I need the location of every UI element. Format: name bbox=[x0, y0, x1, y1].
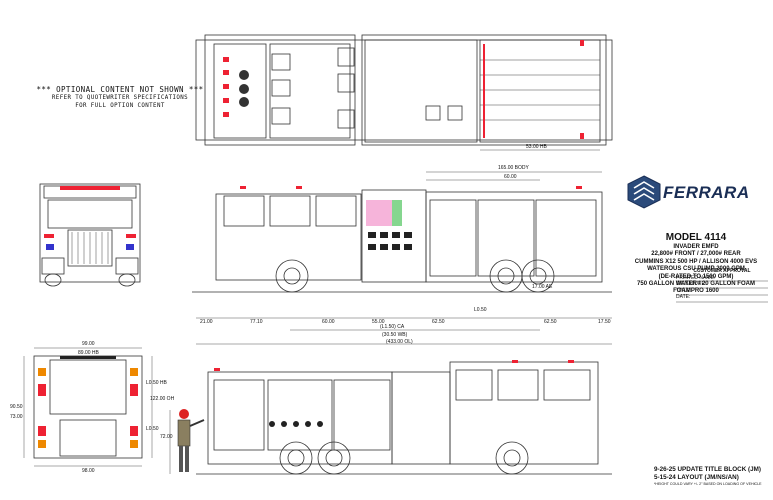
model-title: MODEL 4114 bbox=[665, 232, 727, 243]
dim-side-body-2: 60.00 bbox=[504, 174, 517, 180]
notice-line-2: FOR FULL OPTION CONTENT bbox=[75, 103, 165, 109]
tank-line: 750 GALLON WATER / 20 GALLON FOAM bbox=[637, 281, 755, 288]
dim-wheelbase: (30.50 WB) bbox=[382, 332, 408, 338]
dim-top-width: 53.00 HB bbox=[526, 144, 547, 150]
approval-lines bbox=[676, 280, 768, 303]
height-footnote: *HEIGHT COULD VARY +/- 2" BASED ON LOADI… bbox=[654, 482, 762, 486]
pump-line: WATEROUS CSU PUMP 2000 GPM bbox=[647, 266, 745, 273]
optional-content-notice: *** OPTIONAL CONTENT NOT SHOWN *** REFER… bbox=[0, 85, 240, 110]
dim-seg-b: 77.10 bbox=[250, 319, 263, 325]
ferrara-logo bbox=[627, 175, 661, 209]
top-view-apparatus bbox=[195, 34, 613, 151]
approval-field-signature: SIGNATURE: bbox=[676, 281, 707, 287]
dim-seg-a: 21.00 bbox=[200, 319, 213, 325]
brand-name: FERRARA bbox=[663, 183, 750, 202]
dim-overall-length: (433.00 OL) bbox=[386, 339, 413, 345]
side-view-driver bbox=[192, 171, 612, 345]
axle-rating-line: 22,800# FRONT / 27,000# REAR bbox=[651, 251, 741, 258]
dim-seg-c: 60.00 bbox=[322, 319, 335, 325]
dim-rear-width-3: 98.00 bbox=[82, 468, 95, 474]
dim-rear-width-2: 89.00 HB bbox=[78, 350, 99, 356]
dim-rear-height-5: L0.50 bbox=[146, 426, 159, 432]
derate-line: (DE-RATED TO 1500 GPM) bbox=[658, 273, 734, 280]
dim-seg-f: 62.50 bbox=[544, 319, 557, 325]
approval-field-name: PRINTED NAME: bbox=[676, 274, 716, 281]
notice-headline: *** OPTIONAL CONTENT NOT SHOWN *** bbox=[36, 85, 204, 94]
rear-view-apparatus bbox=[23, 347, 153, 467]
spec-block: MODEL 4114 INVADER EMFD 22,800# FRONT / … bbox=[626, 232, 766, 296]
front-view-apparatus bbox=[39, 183, 141, 287]
customer-approval-block: CUSTOMER APPROVAL PRINTED NAME: SIGNATUR… bbox=[676, 268, 768, 301]
firefighter-scale-figure bbox=[169, 409, 205, 474]
dim-rear-width-1: 99.00 bbox=[82, 341, 95, 347]
revision-1: 9-26-25 UPDATE TITLE BLOCK (JM) bbox=[654, 466, 761, 473]
dim-rear-height-2: 73.00 bbox=[10, 414, 23, 420]
dim-side-body: 165.00 BODY bbox=[498, 165, 529, 171]
approval-field-date: DATE: bbox=[676, 294, 691, 300]
dim-cab-to-axle: (L1.50) CA bbox=[380, 324, 405, 330]
chassis-line: INVADER EMFD bbox=[673, 244, 719, 250]
foam-system-line: FOAMPRO 1600 bbox=[673, 288, 719, 295]
dim-seg-d: 55.00 bbox=[372, 319, 385, 325]
notice-line-1: REFER TO QUOTEWRITER SPECIFICATIONS bbox=[51, 95, 189, 101]
dim-angle-front: L0.50 bbox=[474, 307, 487, 313]
approval-field-title: TITLE: bbox=[676, 287, 692, 294]
dim-rear-height-4: 122.00 OH bbox=[150, 396, 175, 402]
dim-seg-e: 62.50 bbox=[432, 319, 445, 325]
approval-title: CUSTOMER APPROVAL bbox=[693, 268, 751, 274]
dim-rear-height-3: L0.50 HB bbox=[146, 380, 167, 386]
dim-seg-g: 17.50 bbox=[598, 319, 611, 325]
side-view-officer bbox=[196, 360, 612, 475]
revision-2: 5-15-24 LAYOUT (JM/NS/AN) bbox=[654, 474, 739, 481]
revision-block: 9-26-25 UPDATE TITLE BLOCK (JM) 5-15-24 … bbox=[654, 466, 772, 487]
dim-rear-height-1: 90.50 bbox=[10, 404, 23, 410]
dim-figure-height: 72.00 bbox=[160, 434, 173, 440]
dim-angle-rear: 17.00 AE bbox=[532, 284, 553, 290]
drivetrain-line: CUMMINS X12 500 HP / ALLISON 4000 EVS bbox=[634, 258, 758, 265]
